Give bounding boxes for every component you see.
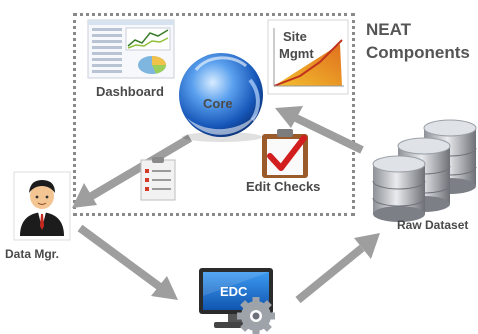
arrow-core-to-datamgr xyxy=(72,134,193,208)
dashboard-label: Dashboard xyxy=(96,84,164,99)
core-label: Core xyxy=(203,96,233,111)
edc-label: EDC xyxy=(220,284,248,299)
growth-chart-icon xyxy=(267,19,349,95)
neat-components-boundary xyxy=(73,13,355,216)
site-mgmt-label-line-1: Site xyxy=(283,29,307,44)
arrows xyxy=(72,106,380,304)
core-orb-icon xyxy=(179,53,263,142)
arrow-datamgr-to-edc xyxy=(77,224,178,300)
site-mgmt-label-line-2: Mgmt xyxy=(279,46,314,61)
title-line-2: Components xyxy=(366,43,470,62)
edit-checks-label: Edit Checks xyxy=(246,179,320,194)
clipboard-checkmark-icon xyxy=(262,129,308,178)
dashboard-screenshot-icon xyxy=(87,19,175,79)
neat-components-title: NEAT Components xyxy=(366,18,470,64)
person-icon xyxy=(13,171,71,241)
monitor-gear-icon xyxy=(199,268,275,334)
database-stack-icon xyxy=(372,119,477,222)
raw-dataset-label: Raw Dataset xyxy=(397,218,468,232)
arrow-edc-to-dataset xyxy=(295,233,380,304)
title-line-1: NEAT xyxy=(366,20,412,39)
clipboard-checklist-icon xyxy=(140,157,176,201)
arrow-dataset-to-core xyxy=(275,106,364,154)
db-cylinder-front xyxy=(372,155,426,222)
data-mgr-label: Data Mgr. xyxy=(5,247,59,261)
